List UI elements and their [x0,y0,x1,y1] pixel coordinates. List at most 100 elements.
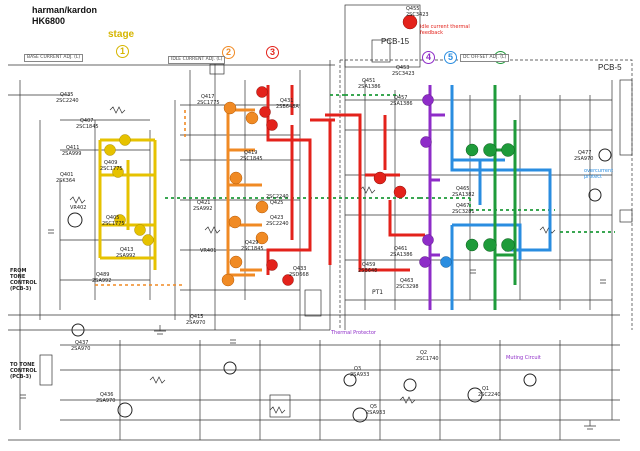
transistor-q467a [483,238,497,252]
ground-dotted-line [165,94,615,233]
transistor-q451 [373,171,387,185]
q5-id: Q5 [370,404,378,410]
stage5-transistors [440,256,452,268]
q459-part: 2SB648 [358,268,378,274]
stage3-transistors [256,14,418,286]
brand-name: harman/kardon [32,5,98,15]
stage-badge-4: 4 [422,51,435,64]
q431-id: Q431 [280,98,294,104]
q1-id: Q1 [482,386,490,392]
q465-part: 2SA1382 [452,192,475,198]
transistor-q433b [282,274,294,286]
stage-badge-5: 5 [444,51,457,64]
transistor-q465b [501,143,515,157]
transistor-q429 [229,255,243,269]
stage5-wiring [450,85,552,310]
q425-part: 2SC2240 [266,194,289,200]
transistor-q423 [255,200,269,214]
q401-id: Q401 [60,172,74,178]
schematic-background-wiring [8,4,633,441]
q453-part: 2SC3423 [392,71,415,77]
transistor-q417b [245,111,259,125]
q461-part: 2SA1386 [390,252,413,258]
q409-id: Q409 [104,160,118,166]
q5-part: 2SA933 [366,410,386,416]
q489-part: 2SA992 [92,278,112,284]
q407-part: 2SC1845 [76,124,99,130]
q437-part: 2SA970 [71,346,91,352]
q429-part: 2SC1845 [241,246,264,252]
q451-id: Q451 [362,78,376,84]
dc-offset-adj-label: DC OFFSET ADJ. (L) [460,54,510,62]
transistor-q419 [229,171,243,185]
q423-part: 2SC2240 [266,221,289,227]
q2-id: Q2 [420,350,428,356]
q2-part: 2SC1740 [416,356,439,362]
q3-part: 2SA933 [350,372,370,378]
stage6-transistors [465,143,515,252]
stage-badge-1: 1 [116,45,129,58]
q429-id: Q429 [245,240,259,246]
transistor-q453 [393,185,407,199]
transistor-q431c [266,119,278,131]
transistor-q403 [114,214,126,226]
q407-id: Q407 [80,118,94,124]
q457-id: Q457 [394,95,408,101]
stage-badge-2: 2 [222,46,235,59]
transistor-q421 [228,215,242,229]
q467-id: Q467 [456,203,470,209]
stage4-transistors [419,94,434,268]
stage4-wiring [428,85,445,310]
transistor-q465c [465,143,479,157]
q436-part: 2SA970 [96,398,116,404]
q463-part: 2SC3298 [396,284,419,290]
q453-id: Q453 [396,65,410,71]
transistor-q425 [255,231,269,245]
stage-title: stage [108,29,135,40]
stage1-transistors [104,134,154,246]
stage2-wiring [226,108,262,277]
transistor-q463 [440,256,452,268]
q405-part: 2SC1775 [102,221,125,227]
q433-id: Q433 [293,266,307,272]
q467-part: 2SC3281 [452,209,475,215]
transistor-q465a [483,143,497,157]
q459-id: Q459 [362,262,376,268]
q413-id: Q413 [120,247,134,253]
idle-current-adj-label: IDLE CURRENT ADJ. (L) [168,56,226,64]
q461-id: Q461 [394,246,408,252]
transistor-q461a [422,234,434,246]
thermal-protector-label: Thermal Protector [331,330,376,336]
pcb15-label: PCB-15 [381,37,410,46]
q431-part: 2SB648A [276,104,299,110]
q436-id: Q436 [100,392,114,398]
pcb5-label: PCB-5 [598,63,622,72]
transistor-q405 [134,224,146,236]
q421-id: Q421 [197,200,211,206]
q465-id: Q465 [456,186,470,192]
vr402-label: VR402 [70,205,87,211]
q455-part: 2SC3423 [406,12,429,18]
stage2-transistors [221,101,269,287]
transistor-q413 [142,234,154,246]
transistor-q457b [420,136,432,148]
q3-id: Q3 [354,366,362,372]
q417-part: 2SC1775 [197,100,220,106]
q419-id: Q419 [244,150,258,156]
transistor-q455 [402,14,418,30]
transistor-q417a [223,101,237,115]
muting-circuit-label: Muting Circuit [506,355,541,361]
q463-id: Q463 [400,278,414,284]
transistor-q467b [501,238,515,252]
q477-id: Q477 [578,150,592,156]
q423-id: Q423 [270,215,284,221]
base-current-adj-label: BASE CURRENT ADJ. (L) [24,54,84,62]
transistor-q431b [259,106,271,118]
stage-badge-3: 3 [266,46,279,59]
transistor-q489 [221,273,235,287]
thermal-feedback-label: idle current thermal feedback [420,24,470,36]
q415-id: Q415 [190,314,204,320]
from-tone-label: FROM TONE CONTROL (PCB-3) [10,268,37,292]
transistor-q457a [422,94,434,106]
q421-part: 2SA992 [193,206,213,212]
